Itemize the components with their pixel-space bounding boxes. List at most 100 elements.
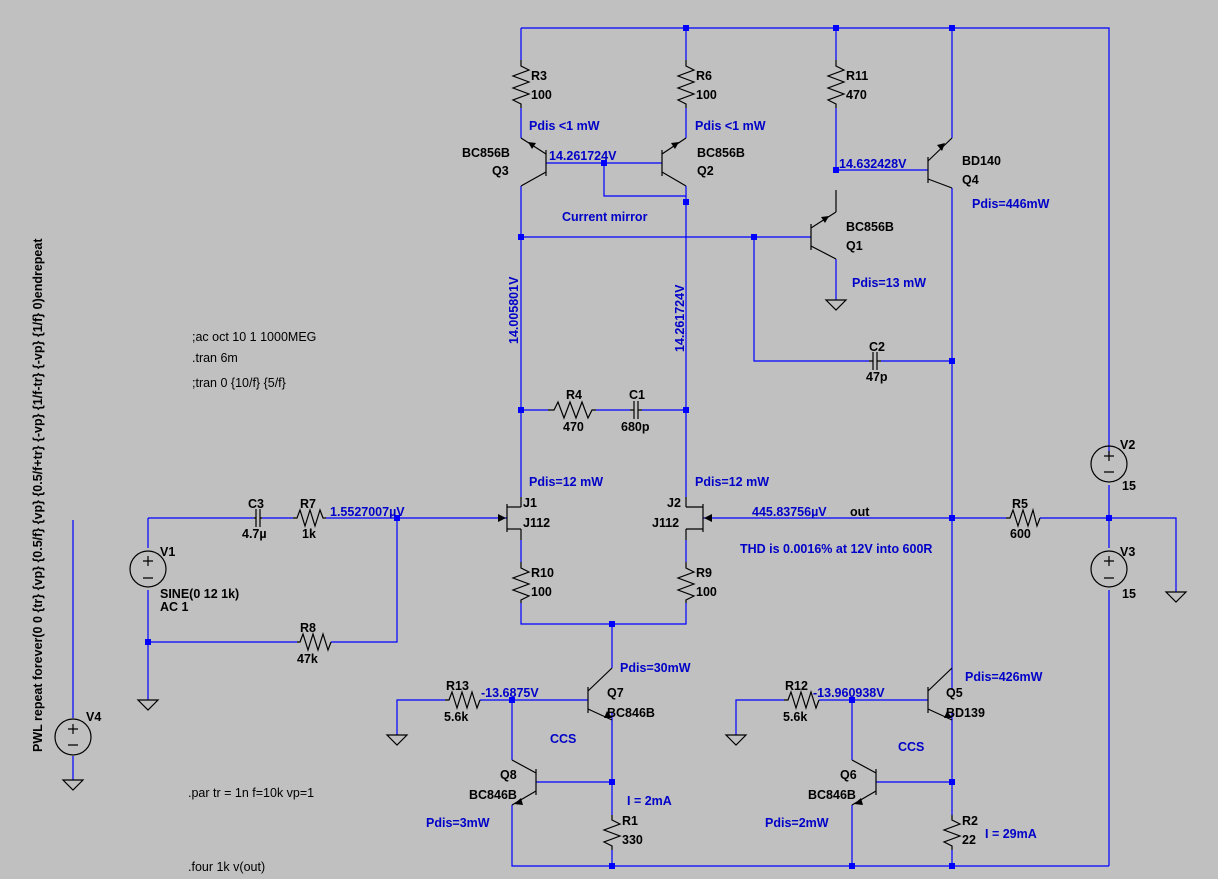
voltage-source-V3[interactable] bbox=[1090, 550, 1128, 588]
directive-tran-alt: ;tran 0 {10/f} {5/f} bbox=[192, 376, 286, 390]
component-labels: R3 100 R6 100 R11 470 BC856B Q3 BC856B Q… bbox=[31, 69, 1136, 847]
capacitor-C3[interactable] bbox=[254, 509, 262, 527]
resistor-R2[interactable] bbox=[942, 815, 962, 850]
ref-R3: R3 bbox=[531, 69, 547, 83]
value-R3: 100 bbox=[531, 88, 552, 102]
voltage-q7-base: -13.6875V bbox=[481, 686, 539, 700]
ref-C2: C2 bbox=[869, 340, 885, 354]
value-R13: 5.6k bbox=[444, 710, 468, 724]
ref-Q7: Q7 bbox=[607, 686, 624, 700]
transistor-Q1[interactable] bbox=[810, 190, 837, 260]
thd-note: THD is 0.0016% at 12V into 600R bbox=[740, 542, 932, 556]
voltage-output: 445.83756µV bbox=[752, 505, 827, 519]
voltage-source-V1[interactable] bbox=[129, 550, 167, 588]
ground-icon bbox=[385, 734, 409, 746]
model-Q2: BC856B bbox=[697, 146, 745, 160]
value-R4: 470 bbox=[563, 420, 584, 434]
pdis-q5: Pdis=426mW bbox=[965, 670, 1043, 684]
pdis-q6: Pdis=2mW bbox=[765, 816, 829, 830]
value-R7: 1k bbox=[302, 527, 316, 541]
resistor-R9[interactable] bbox=[676, 562, 696, 603]
ref-R1: R1 bbox=[622, 814, 638, 828]
directive-ac: ;ac oct 10 1 1000MEG bbox=[192, 330, 316, 344]
ref-R7: R7 bbox=[300, 497, 316, 511]
net-label-out: out bbox=[850, 505, 870, 519]
pdis-q2: Pdis <1 mW bbox=[695, 119, 766, 133]
ref-R12: R12 bbox=[785, 679, 808, 693]
ref-R4: R4 bbox=[566, 388, 582, 402]
value-V3: 15 bbox=[1122, 587, 1136, 601]
voltage-source-V4[interactable] bbox=[54, 718, 92, 756]
resistor-R1[interactable] bbox=[602, 815, 622, 850]
pdis-q7: Pdis=30mW bbox=[620, 661, 691, 675]
transistor-Q3[interactable] bbox=[520, 137, 547, 187]
value-R10: 100 bbox=[531, 585, 552, 599]
voltage-q4-base: 14.632428V bbox=[839, 157, 907, 171]
directive-par: .par tr = 1n f=10k vp=1 bbox=[188, 786, 314, 800]
value-R12: 5.6k bbox=[783, 710, 807, 724]
model-J2: J112 bbox=[652, 516, 679, 530]
ref-Q3: Q3 bbox=[492, 164, 509, 178]
resistor-R10[interactable] bbox=[511, 562, 531, 603]
ref-R2: R2 bbox=[962, 814, 978, 828]
resistor-R8[interactable] bbox=[297, 631, 332, 653]
value-V1: SINE(0 12 1k) bbox=[160, 587, 239, 601]
ground-icon bbox=[61, 779, 85, 791]
value-C3: 4.7µ bbox=[242, 527, 267, 541]
ground-icon bbox=[824, 299, 848, 311]
ref-Q5: Q5 bbox=[946, 686, 963, 700]
pdis-j2: Pdis=12 mW bbox=[695, 475, 769, 489]
ground-icon bbox=[1164, 591, 1188, 603]
transistor-Q6[interactable] bbox=[851, 759, 877, 806]
ref-J1: J1 bbox=[523, 496, 537, 510]
ref-R9: R9 bbox=[696, 566, 712, 580]
ground-symbols bbox=[61, 299, 1188, 791]
voltage-q3-base: 14.261724V bbox=[549, 149, 617, 163]
transistor-Q4[interactable] bbox=[927, 137, 953, 189]
pdis-j1: Pdis=12 mW bbox=[529, 475, 603, 489]
capacitor-C1[interactable] bbox=[630, 401, 642, 419]
ref-Q2: Q2 bbox=[697, 164, 714, 178]
pdis-q8: Pdis=3mW bbox=[426, 816, 490, 830]
resistor-R13[interactable] bbox=[445, 689, 481, 711]
voltage-source-V2[interactable] bbox=[1090, 445, 1128, 483]
ground-icon bbox=[136, 699, 160, 711]
value-R8: 47k bbox=[297, 652, 318, 666]
ref-Q8: Q8 bbox=[500, 768, 517, 782]
pdis-q4: Pdis=446mW bbox=[972, 197, 1050, 211]
voltage-left-node: 14.005801V bbox=[507, 276, 521, 344]
transistor-Q5[interactable] bbox=[927, 667, 953, 721]
resistor-R11[interactable] bbox=[826, 60, 846, 108]
resistor-R5[interactable] bbox=[1006, 507, 1041, 529]
directive-tran: .tran 6m bbox=[192, 351, 238, 365]
resistor-R4[interactable] bbox=[548, 400, 596, 420]
jfet-J1[interactable] bbox=[498, 497, 522, 540]
resistor-R3[interactable] bbox=[511, 60, 531, 108]
voltage-q5-base: -13.960938V bbox=[813, 686, 885, 700]
transistor-Q7[interactable] bbox=[587, 667, 613, 721]
voltage-input: 1.5527007µV bbox=[330, 505, 405, 519]
transistor-Q8[interactable] bbox=[511, 759, 537, 806]
resistor-R12[interactable] bbox=[784, 689, 820, 711]
ref-J2: J2 bbox=[667, 496, 681, 510]
transistor-Q2[interactable] bbox=[661, 137, 687, 187]
value-R6: 100 bbox=[696, 88, 717, 102]
value-V4: PWL repeat forever(0 0 {tr} {vp} {0.5/f}… bbox=[31, 238, 45, 752]
value-R11: 470 bbox=[846, 88, 867, 102]
ref-V2: V2 bbox=[1120, 438, 1135, 452]
ref-V1: V1 bbox=[160, 545, 175, 559]
resistor-R6[interactable] bbox=[676, 60, 696, 108]
model-Q4: BD140 bbox=[962, 154, 1001, 168]
capacitor-C2[interactable] bbox=[869, 352, 881, 370]
value-R1: 330 bbox=[622, 833, 643, 847]
resistor-R7[interactable] bbox=[293, 507, 326, 529]
current-left: I = 2mA bbox=[627, 794, 672, 808]
jfet-J2[interactable] bbox=[685, 497, 712, 540]
ref-R13: R13 bbox=[446, 679, 469, 693]
voltage-right-node: 14.261724V bbox=[673, 284, 687, 352]
directive-four: .four 1k v(out) bbox=[188, 860, 265, 874]
value-C1: 680p bbox=[621, 420, 650, 434]
annotations: Pdis <1 mW Pdis <1 mW 14.261724V 14.6324… bbox=[330, 119, 1050, 841]
model-Q3: BC856B bbox=[462, 146, 510, 160]
